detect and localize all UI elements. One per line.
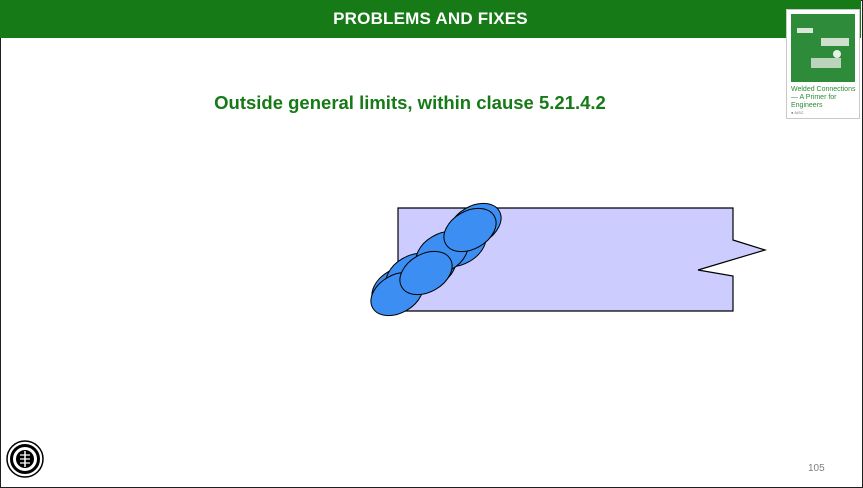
- page-number: 105: [808, 463, 825, 474]
- aisc-seal-icon: [6, 440, 44, 478]
